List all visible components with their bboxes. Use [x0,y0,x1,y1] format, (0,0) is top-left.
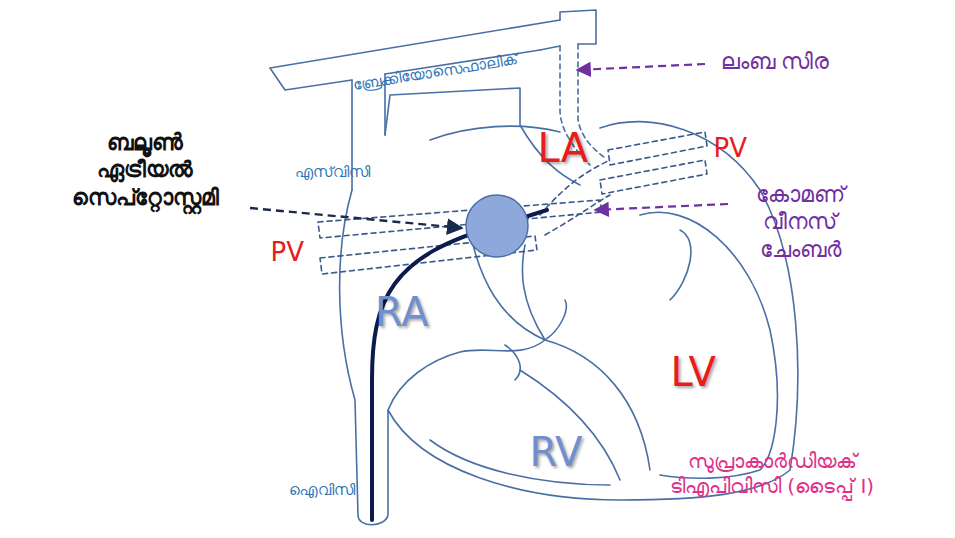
vertical-vein [540,10,596,50]
chamber-label: RV [530,427,583,477]
callout-label: കോമണ് വീനസ് ചേംബർ [756,181,845,264]
leader-arrow [577,64,705,70]
common-venous-chamber [540,160,610,235]
rv-inner [430,440,610,485]
lv-inner [640,212,777,478]
ra-inner [388,340,545,410]
vessel-label: ബ്രേക്കിയോസെഫാലിക് [352,50,519,94]
diagram-caption: സുപ്രാകാർഡിയക് ടിഎപിവിസി (ടൈപ്പ് I) [667,449,877,499]
ventricular-septum [520,340,650,480]
leader-arrow [595,204,728,210]
chamber-label: LV [671,347,716,397]
chamber-label: LA [538,123,589,173]
balloon [466,195,528,257]
callout-label: ബലൂൺ ഏട്രീയൽ സെപ്റ്റോസ്റ്റമി [72,129,219,212]
vessel-label: PV [271,236,304,269]
pulmonary-vein-right [600,160,707,194]
vessel-label: എസ്‌വിസി [295,163,370,182]
callout-label: ലംബ സിര [721,48,830,76]
vessel-label: ഐവിസി [289,481,355,500]
catheter [372,210,547,520]
pulmonary-vein-right [608,132,707,165]
leader-arrow [250,208,462,228]
chamber-label: RA [375,287,429,337]
valve-leaflet [505,300,566,380]
vessel-label: PV [714,132,747,165]
